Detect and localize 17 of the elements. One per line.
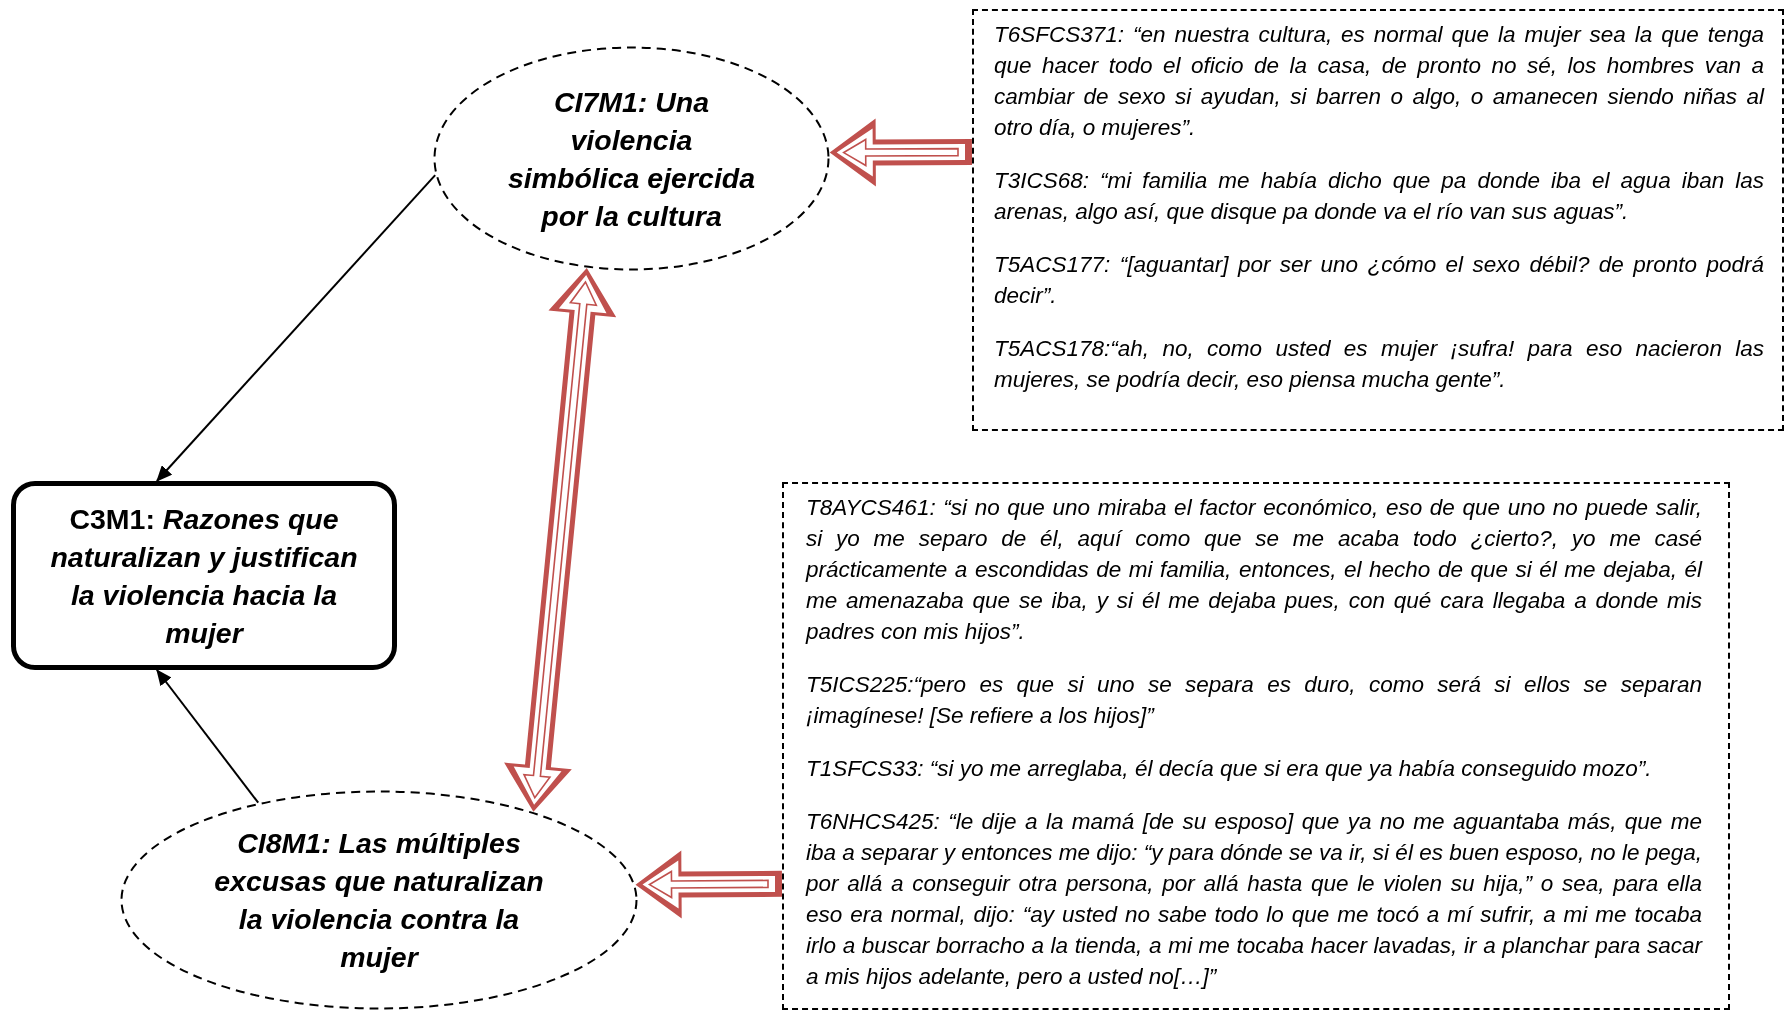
quote-text: T6NHCS425: “le dije a la mamá [de su esposo] que ya no me aguantaba más, que me iba a separar y entonces me dijo: “y para dónde se va ir, si él es buen esposo, no le pega, por allá a conseguir otra persona, por allá hasta que le violen su hija,” o sea, para ella eso era normal, dijo: “ay usted no sabe todo lo que me tocó a mí sufrir, a mi me tocaba irlo a buscar borracho a la tienda, a mi me tocaba hacer lavadas, ir a planchar para sacar a mis hijos adelante, pero a usted no[…]” — [806, 808, 1702, 991]
quote-text: T5ACS177: “[aguantar] por ser uno ¿cómo el sexo débil? de pronto podrá decir”. — [994, 251, 1764, 310]
quote-box — [972, 9, 1784, 431]
block-arrow — [635, 850, 783, 919]
quote-text: T3ICS68: “mi familia me había dicho que pa donde iba el agua iban las arenas, algo así, que disque pa donde va el río van sus aguas”. — [994, 167, 1764, 226]
quote-text: T6SFCS371: “en nuestra cultura, es normal que la mujer sea la que tenga que hacer todo el oficio de la casa, de pronto no sé, los hombres van a cambiar de sexo si ayudan, si barren o algo, o amanecen siendo niñas al otro día, o mujeres”. — [994, 21, 1764, 142]
block-arrow — [504, 268, 617, 812]
block-arrow — [829, 118, 973, 187]
quote-text: T5ICS225:“pero es que si uno se separa es duro, como será si ellos se separan ¡imagínese! [Se refiere a los hijos]” — [806, 671, 1702, 730]
ellipse-label: CI7M1: Una violencia simbólica ejercida por la cultura — [506, 84, 757, 234]
category-label: C3M1: Razones que naturalizan y justifican la violencia hacia la mujer — [49, 501, 359, 651]
category-box — [11, 481, 397, 670]
quote-text: T5ACS178:“ah, no, como usted es mujer ¡sufra! para eso nacieron las mujeres, se podría decir, eso piensa mucha gente”. — [994, 335, 1764, 394]
ellipse-label: CI8M1: Las múltiples excusas que naturalizan la violencia contra la mujer — [213, 826, 545, 975]
quote-box — [782, 482, 1730, 1010]
quote-text: T8AYCS461: “si no que uno miraba el factor económico, eso de que uno no puede salir, si yo me separo de él, aquí como que se me acaba todo ¿cierto?, yo me casé prácticamente a escondidas de mi familia, entonces, el hecho de que si él me dejaba, él me amenazaba que se iba, y si él me dejaba pues, con qué cara llegaba a donde mis padres con mis hijos”. — [806, 494, 1702, 646]
quote-text: T1SFCS33: “si yo me arreglaba, él decía que si era que ya había conseguido mozo”. — [806, 755, 1653, 783]
